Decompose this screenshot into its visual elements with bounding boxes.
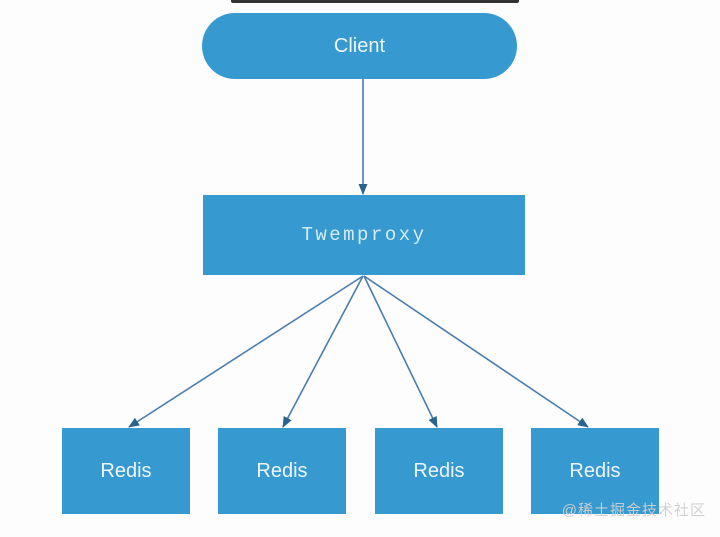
watermark-text: @稀土掘金技术社区 xyxy=(561,502,706,519)
arrow-twemproxy-to-redis-3 xyxy=(363,275,438,428)
node-redis-1-label: Redis xyxy=(100,459,152,482)
node-redis-2: Redis xyxy=(218,428,346,514)
node-redis-4: Redis xyxy=(531,428,659,514)
node-redis-4-label: Redis xyxy=(569,459,621,482)
node-client-label: Client xyxy=(333,34,386,57)
arrow-twemproxy-to-redis-4 xyxy=(363,275,589,428)
top-crop-artifact-bar xyxy=(231,0,519,3)
arrow-twemproxy-to-redis-2 xyxy=(282,275,364,428)
node-redis-3: Redis xyxy=(375,428,503,514)
node-redis-1: Redis xyxy=(62,428,190,514)
node-twemproxy: Twemproxy xyxy=(203,195,525,275)
node-client: Client xyxy=(202,13,517,79)
node-redis-3-label: Redis xyxy=(413,459,465,482)
node-twemproxy-label: Twemproxy xyxy=(301,224,427,246)
arrow-twemproxy-to-redis-1 xyxy=(128,275,364,428)
node-redis-2-label: Redis xyxy=(256,459,308,482)
